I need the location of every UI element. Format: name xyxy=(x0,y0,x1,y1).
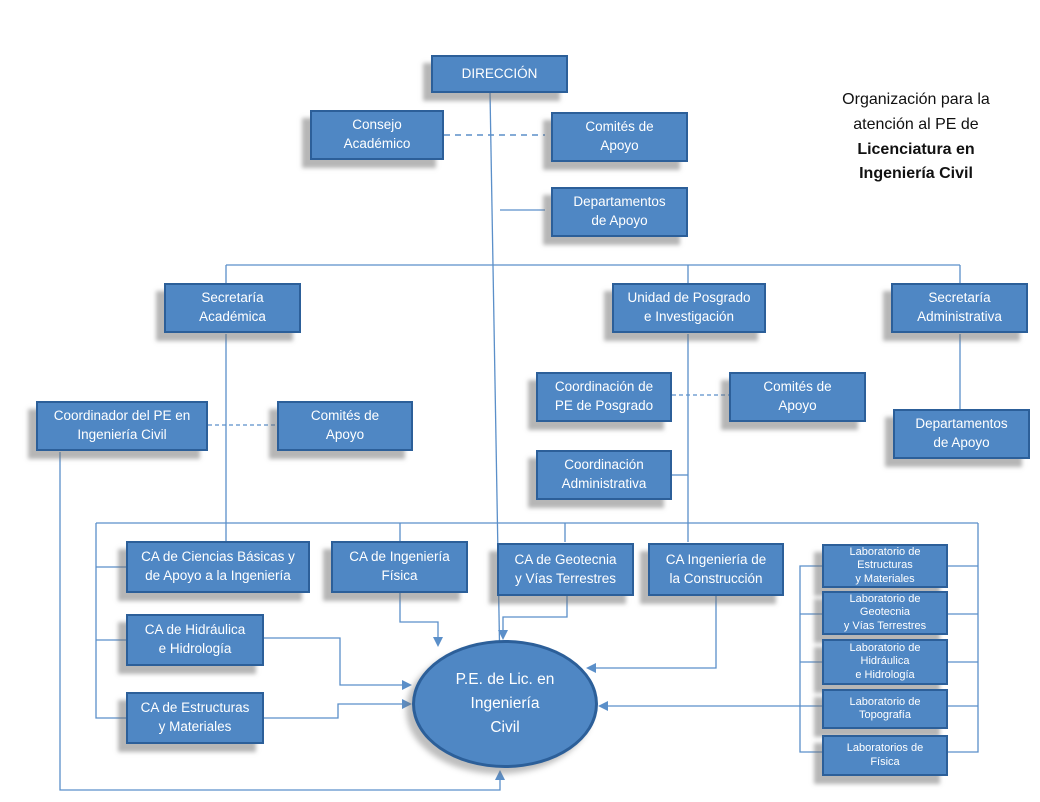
node-direccion: DIRECCIÓN xyxy=(431,55,568,93)
node-comites-right: Comités de Apoyo xyxy=(729,372,866,422)
node-lab-fisica: Laboratorios de Física xyxy=(822,735,948,776)
node-unidad-posgrado: Unidad de Posgrado e Investigación xyxy=(612,283,766,333)
node-ca-estructuras: CA de Estructuras y Materiales xyxy=(126,692,264,744)
node-lab-geotecnia: Laboratorio de Geotecnia y Vías Terrestr… xyxy=(822,591,948,635)
title-line-2: atención al PE de xyxy=(853,115,979,133)
node-secretaria-academica: Secretaría Académica xyxy=(164,283,301,333)
title-bold-2: Ingeniería Civil xyxy=(859,165,973,183)
node-lab-hidraulica: Laboratorio de Hidráulica e Hidrología xyxy=(822,639,948,685)
node-ca-ciencias-basicas: CA de Ciencias Básicas y de Apoyo a la I… xyxy=(126,541,310,593)
node-ca-hidraulica: CA de Hidráulica e Hidrología xyxy=(126,614,264,666)
node-lab-estructuras: Laboratorio de Estructuras y Materiales xyxy=(822,544,948,588)
node-coordinacion-posgrado: Coordinación de PE de Posgrado xyxy=(536,372,672,422)
node-coordinacion-administrativa: Coordinación Administrativa xyxy=(536,450,672,500)
node-pe-licenciatura: P.E. de Lic. en Ingeniería Civil xyxy=(412,640,598,768)
node-consejo-academico: Consejo Académico xyxy=(310,110,444,160)
node-departamentos-right: Departamentos de Apoyo xyxy=(893,409,1030,459)
diagram-title: Organización para la atención al PE de L… xyxy=(826,88,1006,187)
title-bold-1: Licenciatura en xyxy=(857,140,975,158)
node-coordinador-pe: Coordinador del PE en Ingeniería Civil xyxy=(36,401,208,451)
node-lab-topografia: Laboratorio de Topografía xyxy=(822,689,948,729)
node-secretaria-administrativa: Secretaría Administrativa xyxy=(891,283,1028,333)
node-comites-left: Comités de Apoyo xyxy=(277,401,413,451)
node-departamentos-top: Departamentos de Apoyo xyxy=(551,187,688,237)
node-ca-geotecnia: CA de Geotecnia y Vías Terrestres xyxy=(497,543,634,596)
node-comites-top: Comités de Apoyo xyxy=(551,112,688,162)
node-ca-ingenieria-fisica: CA de Ingeniería Física xyxy=(331,541,468,593)
title-line-1: Organización para la xyxy=(842,91,990,108)
node-ca-construccion: CA Ingeniería de la Construcción xyxy=(648,543,784,596)
